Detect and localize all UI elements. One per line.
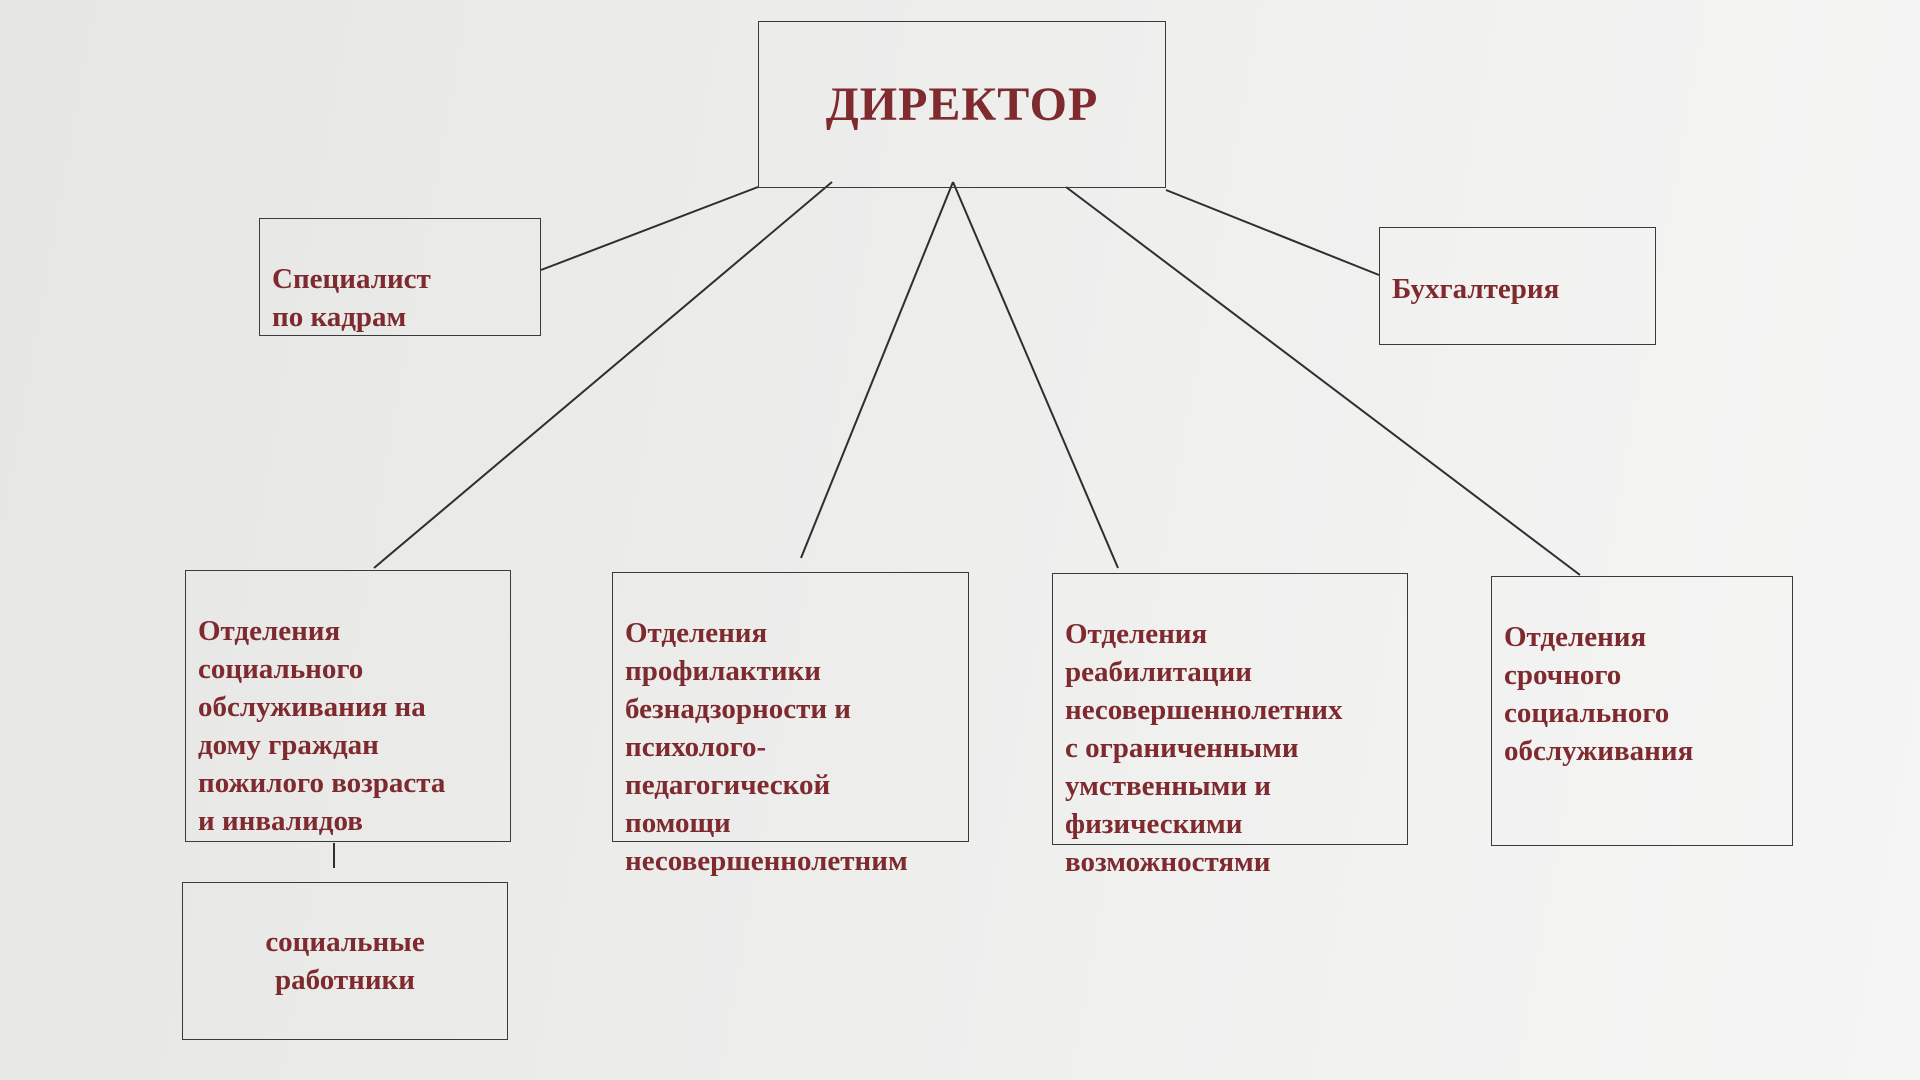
connector-director-rehab <box>952 181 1119 569</box>
director-box: ДИРЕКТОР <box>758 21 1166 188</box>
connector-director-accounting <box>1165 189 1380 276</box>
hr-specialist-box: Специалист по кадрам <box>259 218 541 336</box>
accounting-label: Бухгалтерия <box>1392 273 1560 305</box>
department-prevention-box: Отделения профилактики безнадзорности и … <box>612 572 969 877</box>
social-workers-label: социальные работники <box>265 926 425 996</box>
social-workers-box: социальные работники <box>182 882 508 1040</box>
department-home-care-box: Отделения социального обслуживания на до… <box>185 570 511 842</box>
connector-director-hr <box>540 186 759 271</box>
department-rehabilitation-label: Отделения реабилитации несовершеннолетни… <box>1065 618 1343 878</box>
department-urgent-service-label: Отделения срочного социального обслужива… <box>1504 621 1694 767</box>
department-rehabilitation-box: Отделения реабилитации несовершеннолетни… <box>1052 573 1408 878</box>
connector-director-urgent <box>1065 186 1581 576</box>
connector-director-home-care <box>373 181 833 569</box>
hr-specialist-label: Специалист по кадрам <box>272 263 431 333</box>
connector-director-prevention <box>800 181 954 559</box>
department-home-care-label: Отделения социального обслуживания на до… <box>198 615 446 837</box>
department-prevention-label: Отделения профилактики безнадзорности и … <box>625 617 908 877</box>
director-label: ДИРЕКТОР <box>825 77 1099 131</box>
accounting-box: Бухгалтерия <box>1379 227 1656 345</box>
department-urgent-service-box: Отделения срочного социального обслужива… <box>1491 576 1793 846</box>
